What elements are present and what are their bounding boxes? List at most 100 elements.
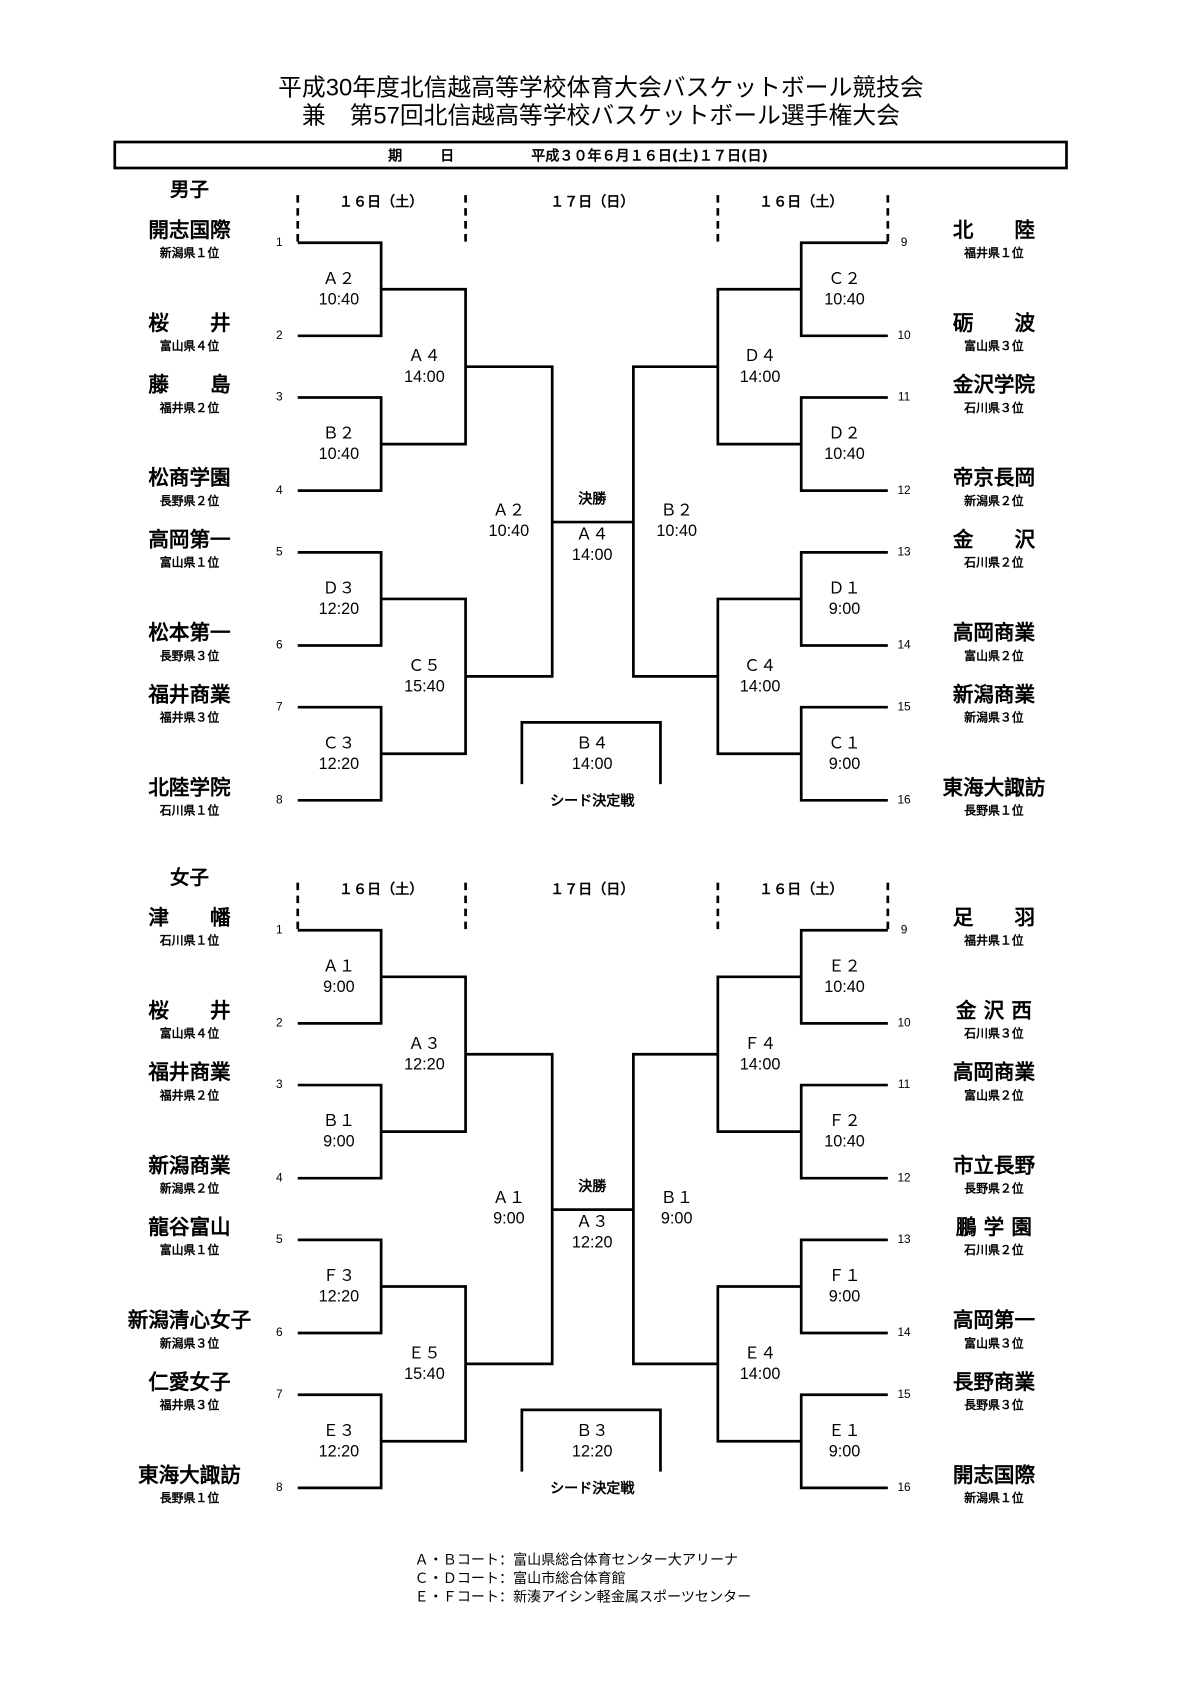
seed-number: 8 xyxy=(276,792,283,806)
seed-number: 12 xyxy=(897,1170,911,1184)
semifinal-time: 9:00 xyxy=(493,1210,525,1228)
footer-court-cd: Ｃ・Ｄコート：富山市総合体育館 xyxy=(415,1570,626,1587)
team-rank: 富山県１位 xyxy=(160,556,220,570)
match-court: Ｆ３ xyxy=(323,1267,355,1285)
team-name: 北陸学院 xyxy=(148,775,231,799)
date-value: 平成３０年６月１６日(土)１７日(日) xyxy=(531,147,768,164)
round1-bracket xyxy=(297,551,383,647)
match-time: 10:40 xyxy=(824,978,865,996)
match-court: Ｂ１ xyxy=(323,1112,355,1130)
seed-number: 3 xyxy=(276,1077,283,1091)
team-name: 金 沢 西 xyxy=(955,998,1032,1022)
round2-bracket xyxy=(381,975,467,1133)
day-header-left: １６日（土） xyxy=(339,194,423,211)
round2-bracket xyxy=(381,287,467,446)
team-name: 足 羽 xyxy=(953,905,1035,929)
match-court: Ｅ５ xyxy=(408,1344,440,1362)
team-name: 龍谷富山 xyxy=(148,1215,230,1239)
team-rank: 福井県２位 xyxy=(159,1088,220,1102)
round1-bracket xyxy=(799,1083,888,1180)
match-court: Ａ２ xyxy=(323,270,355,288)
round1-bracket xyxy=(297,928,383,1025)
match-time: 10:40 xyxy=(319,290,360,308)
team-rank: 富山県２位 xyxy=(964,649,1024,663)
match-court: Ｆ４ xyxy=(744,1035,776,1053)
seed-number: 3 xyxy=(276,390,283,404)
team-rank: 長野県２位 xyxy=(160,494,220,508)
day-header-left: １６日（土） xyxy=(339,881,423,898)
round2-bracket xyxy=(716,287,802,446)
match-court: Ｃ５ xyxy=(408,657,440,675)
team-rank: 富山県１位 xyxy=(160,1243,220,1257)
match-time: 12:20 xyxy=(319,1442,360,1460)
match-court: Ｅ１ xyxy=(828,1422,860,1440)
match-court: Ｅ３ xyxy=(323,1422,355,1440)
seed-match-court: Ｂ４ xyxy=(576,734,608,752)
match-court: Ａ１ xyxy=(323,957,355,975)
round1-bracket xyxy=(799,241,888,338)
team-rank: 新潟県１位 xyxy=(964,1491,1024,1505)
semifinal-court: Ｂ１ xyxy=(660,1189,692,1207)
team-name: 帝京長岡 xyxy=(953,466,1035,490)
seed-number: 5 xyxy=(276,1232,283,1246)
seed-number: 10 xyxy=(897,1015,911,1029)
round2-bracket xyxy=(381,597,467,756)
match-time: 9:00 xyxy=(323,1133,355,1151)
round1-bracket xyxy=(799,928,888,1025)
team-rank: 長野県１位 xyxy=(964,804,1024,818)
match-court: Ｃ４ xyxy=(744,657,776,675)
match-court: Ｂ２ xyxy=(323,425,355,443)
team-name: 松本第一 xyxy=(148,621,231,645)
match-time: 12:20 xyxy=(319,1288,360,1306)
match-time: 14:00 xyxy=(740,677,781,695)
team-rank: 石川県１位 xyxy=(159,934,220,948)
round1-bracket xyxy=(297,1083,383,1180)
team-rank: 福井県３位 xyxy=(159,1398,220,1412)
team-rank: 石川県２位 xyxy=(963,556,1024,570)
team-rank: 富山県３位 xyxy=(964,1336,1024,1350)
match-court: Ｃ１ xyxy=(828,734,860,752)
seed-number: 4 xyxy=(276,1170,283,1184)
match-court: Ａ３ xyxy=(408,1035,440,1053)
title-line-1: 平成30年度北信越高等学校体育大会バスケットボール競技会 xyxy=(278,74,924,101)
seed-number: 15 xyxy=(897,1387,911,1401)
match-court: Ａ４ xyxy=(408,347,440,365)
date-label-2: 日 xyxy=(440,148,454,164)
team-rank: 新潟県２位 xyxy=(964,494,1024,508)
team-rank: 長野県２位 xyxy=(964,1182,1024,1196)
team-rank: 富山県３位 xyxy=(964,339,1024,353)
team-name: 金沢学院 xyxy=(952,373,1036,397)
round1-bracket xyxy=(799,396,888,493)
date-box xyxy=(113,140,1068,170)
seed-number: 8 xyxy=(276,1480,283,1494)
seed-number: 1 xyxy=(276,235,283,249)
round1-bracket xyxy=(297,1393,383,1490)
day-header-center: １７日（日） xyxy=(550,882,634,898)
team-name: 高岡商業 xyxy=(953,1060,1036,1084)
semifinal-time: 9:00 xyxy=(661,1210,693,1228)
match-time: 12:20 xyxy=(319,600,360,618)
final-time: 14:00 xyxy=(572,546,613,564)
seed-number: 7 xyxy=(276,1387,283,1401)
team-name: 藤 島 xyxy=(147,373,230,397)
seed-number: 5 xyxy=(276,545,283,559)
semifinal-time: 10:40 xyxy=(656,522,697,540)
team-rank: 新潟県１位 xyxy=(160,246,220,260)
semifinal-time: 10:40 xyxy=(489,522,530,540)
match-time: 10:40 xyxy=(319,445,360,463)
